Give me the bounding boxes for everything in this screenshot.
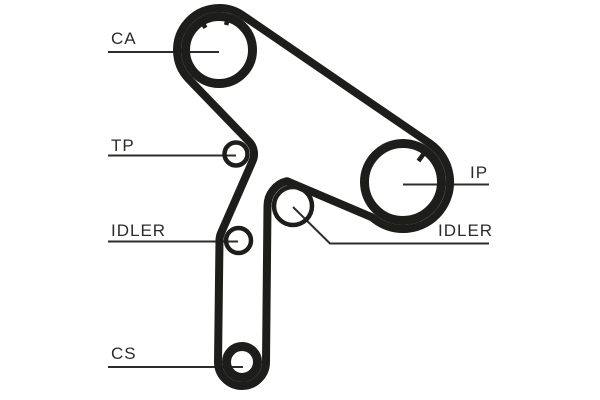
pulley-idler-right [271, 184, 315, 228]
timing-belt [173, 4, 455, 390]
pulley-tp [222, 140, 250, 168]
pulley-ip [360, 139, 446, 225]
pulley-ca [181, 12, 257, 88]
timing-mark-ca-left-icon [198, 18, 208, 29]
timing-mark-ca-right-icon [223, 15, 231, 26]
idler-left-label: IDLER [111, 221, 167, 240]
timing-mark-cs-icon [241, 372, 248, 383]
ip-label: IP [470, 163, 489, 182]
ca-label: CA [111, 29, 137, 48]
pulley-idler-left [223, 225, 254, 256]
pulley-cs [222, 342, 262, 382]
tp-label: TP [111, 136, 135, 155]
timing-mark-ip-icon [416, 152, 426, 163]
idler-right-label: IDLER [438, 221, 494, 240]
cs-label: CS [111, 344, 137, 363]
